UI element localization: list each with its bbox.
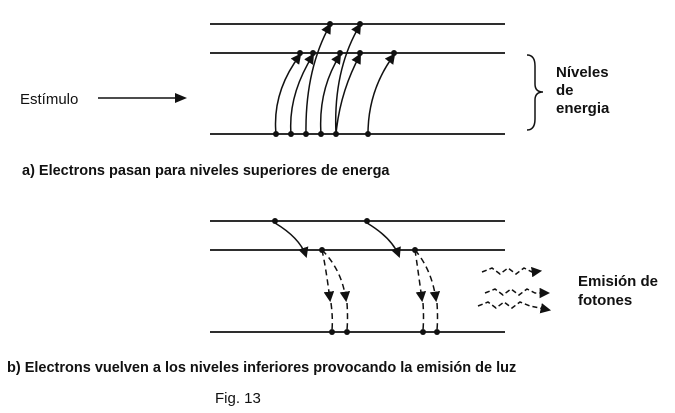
electrons-panel-b bbox=[272, 218, 440, 335]
caption-b: b) Electrons vuelven a los niveles infer… bbox=[7, 360, 517, 376]
energy-levels-label: Níveles de energia bbox=[556, 64, 609, 118]
levels-label-line-1: Níveles bbox=[556, 64, 609, 81]
figure-label: Fig. 13 bbox=[215, 390, 261, 407]
electrons-panel-a bbox=[273, 21, 397, 137]
photon-arrows bbox=[477, 266, 552, 314]
levels-brace bbox=[526, 54, 544, 131]
electron-decays bbox=[274, 222, 401, 258]
emission-label-line-1: Emisión de bbox=[578, 273, 659, 290]
caption-a: a) Electrons pasan para niveles superior… bbox=[22, 163, 390, 179]
photon-emission-label: Emisión de fotones bbox=[578, 272, 658, 310]
electron-decays-dashed bbox=[321, 249, 441, 331]
levels-label-line-2: de bbox=[556, 82, 574, 99]
stimulus-arrow bbox=[98, 93, 187, 103]
panel-a-energy-levels bbox=[210, 23, 505, 135]
electron-excitations bbox=[274, 23, 396, 135]
stimulus-label: Estímulo bbox=[20, 91, 79, 108]
emission-label-line-2: fotones bbox=[578, 292, 633, 309]
panel-b-energy-levels bbox=[210, 220, 505, 333]
levels-label-line-3: energia bbox=[556, 100, 610, 117]
